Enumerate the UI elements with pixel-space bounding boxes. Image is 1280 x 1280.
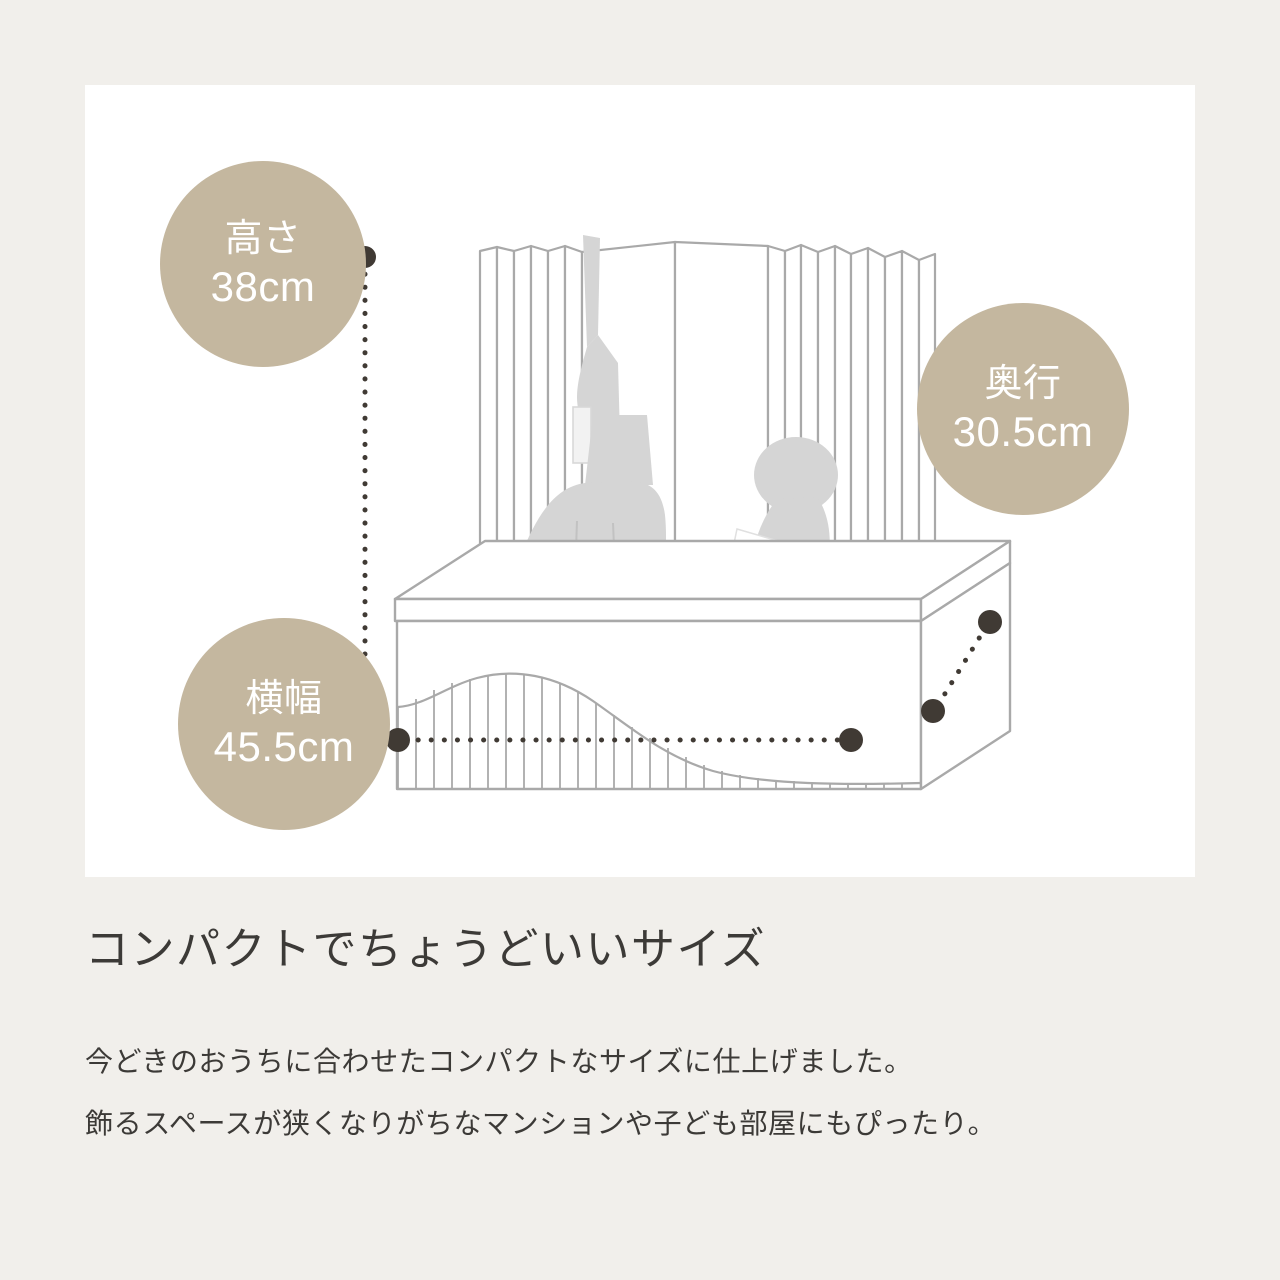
badge-width-label: 横幅 (245, 678, 323, 721)
dimension-guide-depth (921, 610, 1002, 723)
description-line-1: 今どきのおうちに合わせたコンパクトなサイズに仕上げました。 (85, 1046, 913, 1078)
dimension-badge-depth: 奥行 30.5cm (917, 303, 1129, 515)
feature-heading: コンパクトでちょうどいいサイズ (85, 925, 767, 974)
description-line-2: 飾るスペースが狭くなりがちなマンションや子ども部屋にもぴったり。 (85, 1107, 997, 1139)
dimension-badge-width: 横幅 45.5cm (178, 618, 390, 830)
badge-depth-label: 奥行 (984, 363, 1062, 406)
storage-box-stand (393, 539, 1012, 791)
badge-height-label: 高さ (224, 218, 302, 261)
badge-depth-value: 30.5cm (952, 407, 1094, 455)
feature-text-block: コンパクトでちょうどいいサイズ 今どきのおうちに合わせたコンパクトなサイズに仕上… (85, 920, 1195, 1155)
feature-description: 今どきのおうちに合わせたコンパクトなサイズに仕上げました。 飾るスペースが狭くな… (85, 1031, 1195, 1154)
badge-width-value: 45.5cm (213, 722, 355, 770)
dimension-guide-width (386, 728, 863, 752)
badge-height-value: 38cm (210, 262, 316, 310)
wave-pattern-front-panel (397, 672, 922, 788)
hina-doll-display-illustration (354, 235, 1012, 791)
dimension-badge-height: 高さ 38cm (160, 161, 366, 367)
